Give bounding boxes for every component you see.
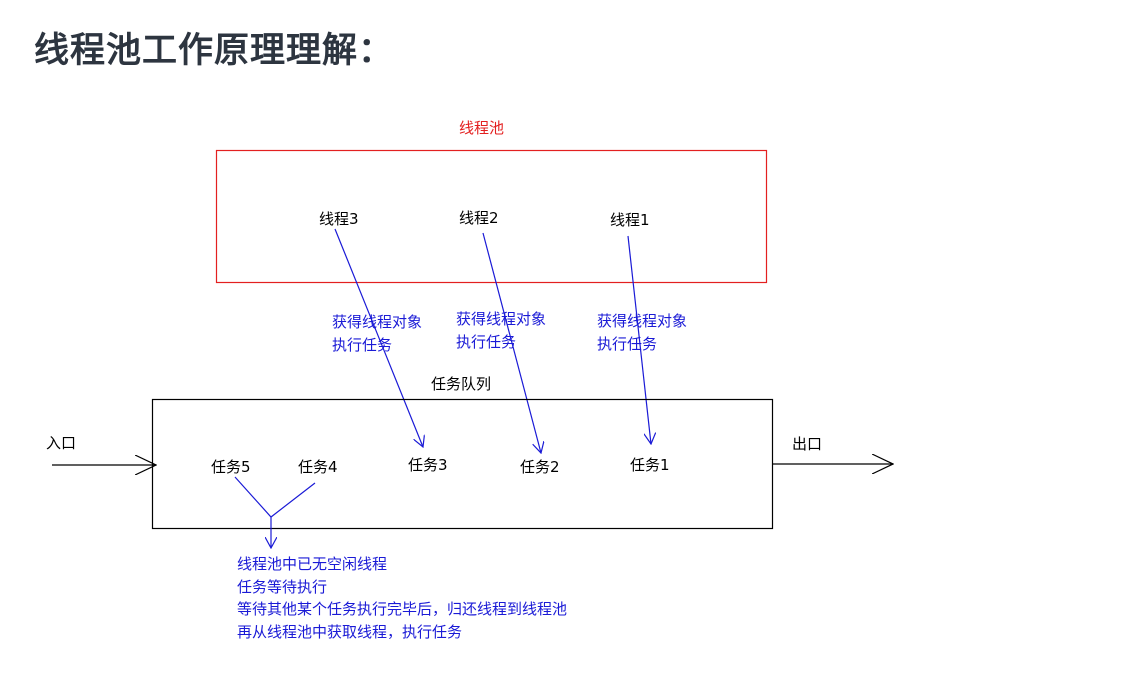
thread-1-to-task-1-arrow <box>627 235 651 444</box>
thread-pool-box <box>215 149 768 284</box>
thread-2-fetch-note-line1: 获得线程对象 <box>456 310 546 328</box>
thread-1-label: 线程1 <box>610 211 650 229</box>
task-5-label: 任务5 <box>211 458 251 476</box>
waiting-tasks-connector <box>234 476 316 518</box>
thread-2-label: 线程2 <box>459 209 499 227</box>
waiting-note-line-2: 任务等待执行 <box>237 578 327 596</box>
waiting-note-line-4: 再从线程池中获取线程，执行任务 <box>237 623 462 641</box>
waiting-note-line-1: 线程池中已无空闲线程 <box>237 555 387 573</box>
queue-entry-label: 入口 <box>46 434 76 452</box>
thread-3-label: 线程3 <box>319 210 359 228</box>
thread-2-to-task-2-arrow <box>482 232 541 453</box>
thread-3-fetch-note-line2: 执行任务 <box>332 336 392 354</box>
thread-2-fetch-note-line2: 执行任务 <box>456 333 516 351</box>
thread-pool-label: 线程池 <box>459 119 504 137</box>
queue-exit-label: 出口 <box>792 435 822 453</box>
thread-1-fetch-note-line2: 执行任务 <box>597 335 657 353</box>
page-title: 线程池工作原理理解： <box>34 31 395 71</box>
thread-3-to-task-3-arrow <box>334 228 423 447</box>
thread-1-fetch-note-line1: 获得线程对象 <box>597 312 687 330</box>
task-queue-label: 任务队列 <box>431 375 491 393</box>
thread-3-fetch-note-line1: 获得线程对象 <box>332 313 422 331</box>
waiting-note-line-3: 等待其他某个任务执行完毕后，归还线程到线程池 <box>237 600 567 618</box>
task-1-label: 任务1 <box>630 456 670 474</box>
task-2-label: 任务2 <box>520 458 560 476</box>
task-4-label: 任务4 <box>298 458 338 476</box>
task-3-label: 任务3 <box>408 456 448 474</box>
